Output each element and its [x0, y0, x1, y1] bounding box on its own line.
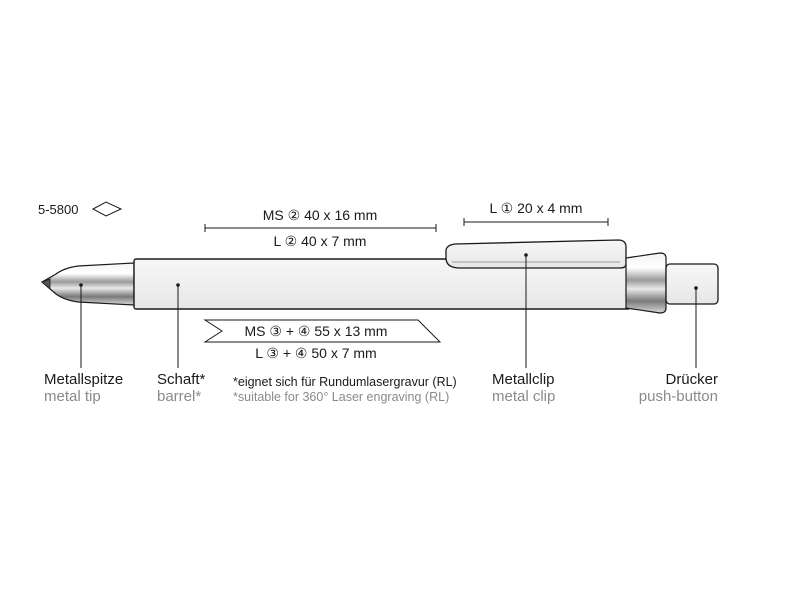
label-button-de: Drücker: [665, 371, 718, 388]
label-tip-de: Metallspitze: [44, 371, 123, 388]
label-clip-de: Metallclip: [492, 371, 555, 388]
label-button-en: push-button: [639, 388, 718, 405]
pen-tip: [40, 262, 135, 306]
pen-push-button: [665, 263, 719, 305]
label-tip-en: metal tip: [44, 388, 101, 405]
note-de: *eignet sich für Rundumlasergravur (RL): [233, 375, 457, 389]
pen-cap-ring: [625, 252, 667, 314]
dim-l-clip: L ① 20 x 4 mm: [490, 200, 583, 216]
dim-l-wrap: L ③ + ④ 50 x 7 mm: [255, 345, 376, 361]
product-code: 5-5800: [38, 202, 78, 217]
label-barrel-en: barrel*: [157, 388, 201, 405]
marker-dot-clip: [524, 253, 528, 257]
diamond-icon: [91, 201, 123, 217]
marker-dot-tip: [79, 283, 83, 287]
dim-ms-barrel: MS ② 40 x 16 mm: [263, 207, 377, 223]
marker-dot-barrel: [176, 283, 180, 287]
pen-clip: [445, 239, 627, 269]
dim-line-barrel: [204, 224, 437, 232]
dim-wrap-shape: [203, 319, 442, 343]
dim-ms-wrap: MS ③ + ④ 55 x 13 mm: [245, 323, 388, 339]
note-en: *suitable for 360° Laser engraving (RL): [233, 390, 449, 404]
marker-dot-button: [694, 286, 698, 290]
label-barrel-de: Schaft*: [157, 371, 206, 388]
dim-l-barrel: L ② 40 x 7 mm: [274, 233, 367, 249]
label-clip-en: metal clip: [492, 388, 555, 405]
dim-line-clip: [463, 218, 609, 226]
